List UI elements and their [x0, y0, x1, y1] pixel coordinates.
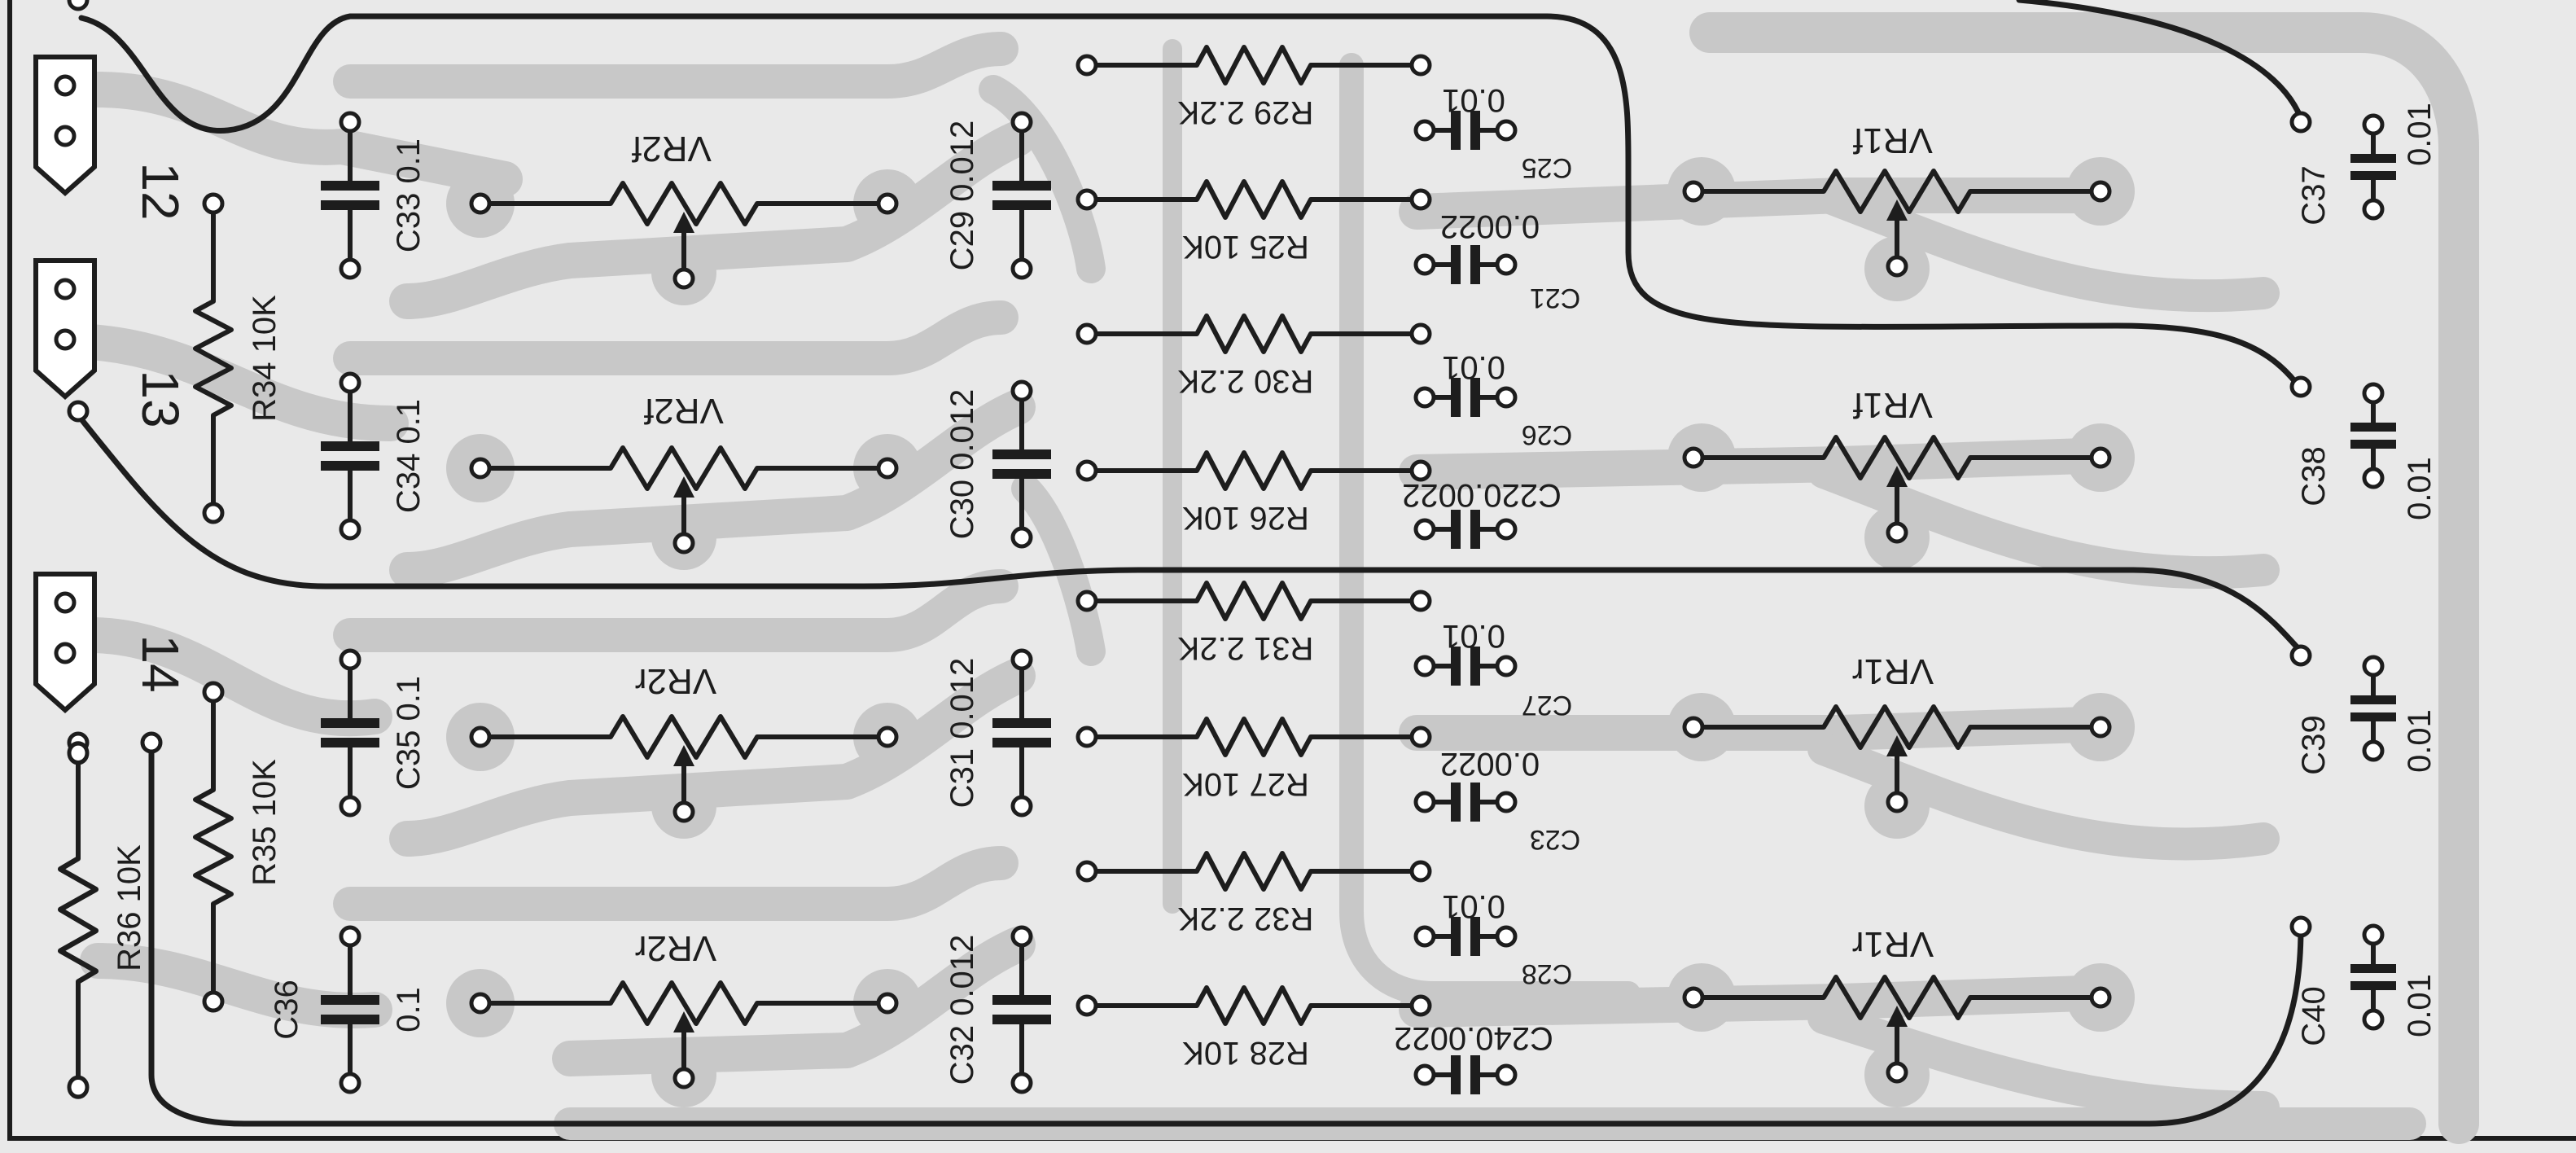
c34-label: C34 0.1: [391, 399, 427, 513]
right-pad-2: [2292, 378, 2310, 396]
c39-value: 0.01: [2402, 709, 2438, 773]
r28-label: R28 10K: [1182, 1035, 1309, 1071]
c37-label: C37: [2296, 165, 2332, 225]
r27-label: R27 10K: [1182, 766, 1309, 802]
c26-value: 0.01: [1442, 349, 1505, 385]
right-pad-3: [2292, 647, 2310, 664]
r30-label: R30 2.2K: [1177, 363, 1313, 399]
right-pad-1: [2292, 113, 2310, 131]
c36-label: C36: [269, 980, 304, 1039]
r32-label: R32 2.2K: [1177, 901, 1313, 936]
c25-label: C25: [1522, 152, 1572, 183]
connector-label-13: 13: [131, 370, 190, 427]
c22-label: C220.0022: [1402, 477, 1562, 513]
r35-label: R35 10K: [247, 759, 283, 886]
c21-value: 0.0022: [1440, 208, 1540, 244]
c35-label: C35 0.1: [391, 676, 427, 790]
vr2f-1-label: VR2f: [631, 129, 712, 169]
c23-value: 0.0022: [1440, 746, 1540, 782]
c39-label: C39: [2296, 715, 2332, 774]
connector-14: [36, 574, 94, 710]
vr1r-2-label: VR1r: [1852, 924, 1934, 964]
c27-value: 0.01: [1442, 618, 1505, 654]
c25-value: 0.01: [1442, 82, 1505, 118]
c40-label: C40: [2296, 986, 2332, 1046]
c37-value: 0.01: [2402, 103, 2438, 166]
c38-label: C38: [2296, 446, 2332, 506]
right-pad-4: [2292, 918, 2310, 936]
r29-label: R29 2.2K: [1177, 94, 1313, 130]
connector-13: [36, 261, 94, 397]
connector-13-wire-pad: [67, 400, 90, 423]
c29-label: C29 0.012: [944, 121, 980, 271]
vr2f-2-label: VR2f: [643, 391, 724, 431]
c30-label: C30 0.012: [944, 389, 980, 540]
vr1f-1-label: VR1f: [1852, 121, 1933, 160]
c38-value: 0.01: [2402, 457, 2438, 520]
r34-label: R34 10K: [247, 295, 283, 422]
c32-label: C32 0.012: [944, 935, 980, 1085]
vr1r-1-label: VR1r: [1852, 651, 1934, 691]
jumper-wires: [75, 0, 2304, 1127]
connector-14-wire-pad: [140, 731, 163, 754]
c24-label: C240.0022: [1394, 1020, 1553, 1056]
c28-label: C28: [1522, 958, 1572, 989]
c27-label: C27: [1522, 690, 1572, 721]
r26-label: R26 10K: [1182, 500, 1309, 536]
c40-value: 0.01: [2402, 974, 2438, 1037]
c33-label: C33 0.1: [391, 138, 427, 252]
connector-12: [36, 57, 94, 193]
r36-label: R36 10K: [112, 844, 147, 971]
r25-label: R25 10K: [1182, 229, 1309, 265]
connector-label-12: 12: [131, 162, 190, 220]
connector-label-14: 14: [131, 634, 190, 692]
c31-label: C31 0.012: [944, 658, 980, 809]
vr2r-1-label: VR2r: [635, 661, 716, 701]
c28-value: 0.01: [1442, 888, 1505, 924]
r31-label: R31 2.2K: [1177, 630, 1313, 666]
vr1f-2-label: VR1f: [1852, 385, 1933, 425]
c36-value: 0.1: [391, 987, 427, 1032]
c26-label: C26: [1522, 419, 1572, 450]
vr2r-2-label: VR2r: [635, 928, 716, 968]
c21-label: C21: [1530, 283, 1580, 313]
connector-12-wire-pad: [67, 0, 90, 11]
c23-label: C23: [1530, 824, 1580, 855]
